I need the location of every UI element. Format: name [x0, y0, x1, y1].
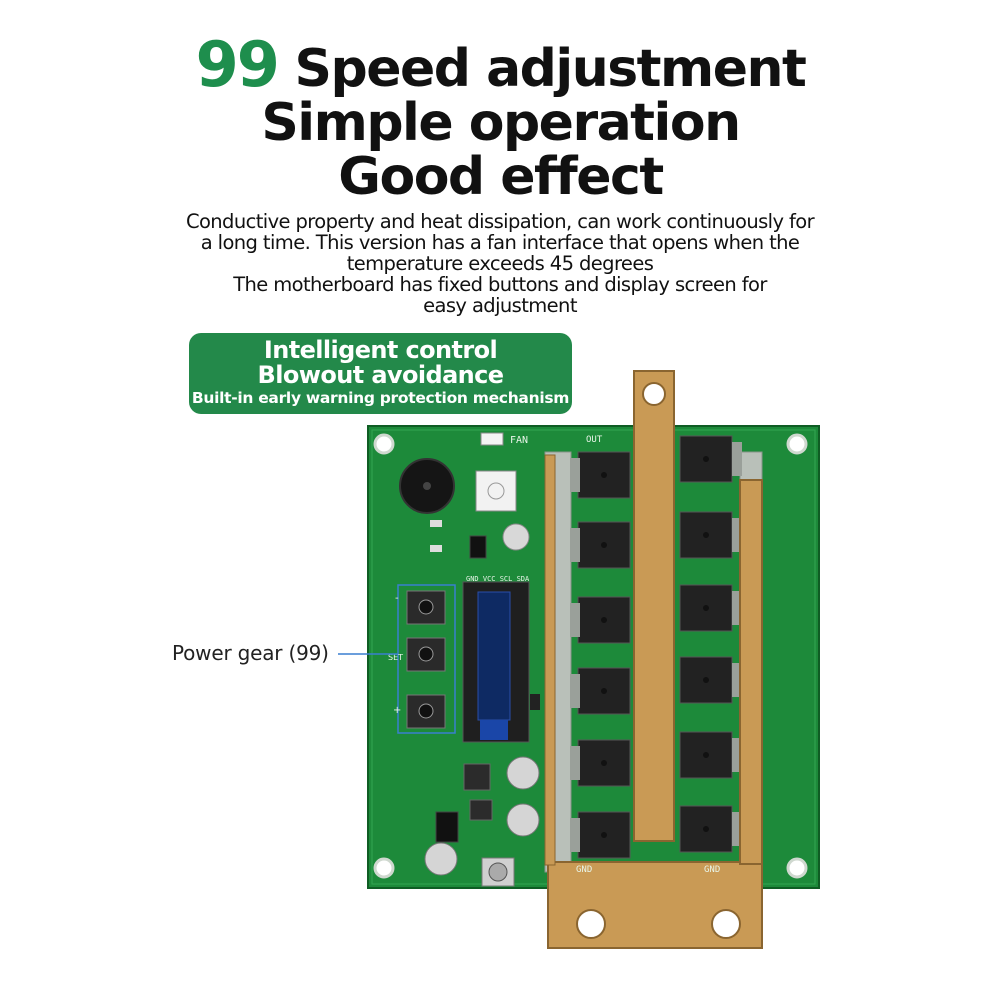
set-label: SET: [388, 653, 403, 662]
oled-pin-labels: GND VCC SCL SDA: [466, 575, 530, 583]
mounting-holes: [373, 433, 808, 879]
description-line: Conductive property and heat dissipation…: [185, 210, 815, 233]
description-line: easy adjustment: [423, 294, 577, 317]
plus-label: +: [393, 705, 401, 716]
headline-line-3: Good effect: [338, 147, 664, 207]
badge-line-1: Intelligent control: [263, 336, 498, 364]
headline-line-2: Simple operation: [261, 93, 741, 153]
headline-number: 99: [195, 28, 280, 101]
control-buttons: [406, 590, 446, 729]
description-line: The motherboard has fixed buttons and di…: [233, 273, 767, 296]
badge-line-2: Blowout avoidance: [257, 361, 505, 389]
copper-bus-bars: [544, 370, 763, 949]
out-label: OUT: [586, 435, 603, 445]
description-line: a long time. This version has a fan inte…: [200, 231, 800, 254]
oled-ribbon: [480, 720, 508, 740]
description: Conductive property and heat dissipation…: [160, 211, 840, 316]
badge-line-3: Built-in early warning protection mechan…: [191, 389, 570, 407]
description-line: temperature exceeds 45 degrees: [346, 252, 654, 275]
fan-label: FAN: [510, 435, 528, 446]
capacitor: [502, 523, 530, 551]
mosfet-array: [570, 435, 742, 859]
fan-connector: [480, 432, 504, 446]
feature-badge: Intelligent control Blowout avoidance Bu…: [189, 333, 572, 414]
gnd-label-left: GND: [576, 865, 592, 875]
oled-screen: [477, 591, 511, 721]
headline: 99 Speed adjustment Simple operation Goo…: [0, 34, 1001, 207]
relay-chip: [475, 470, 517, 512]
power-gear-callout: Power gear (99): [172, 641, 329, 665]
headline-line-1: 99 Speed adjustment: [0, 34, 1001, 99]
minus-label: -: [395, 593, 399, 604]
power-gear-highlight: [397, 584, 456, 734]
gnd-label-right: GND: [704, 865, 720, 875]
headline-line-1-rest: Speed adjustment: [294, 39, 807, 99]
lower-components: [424, 520, 540, 887]
